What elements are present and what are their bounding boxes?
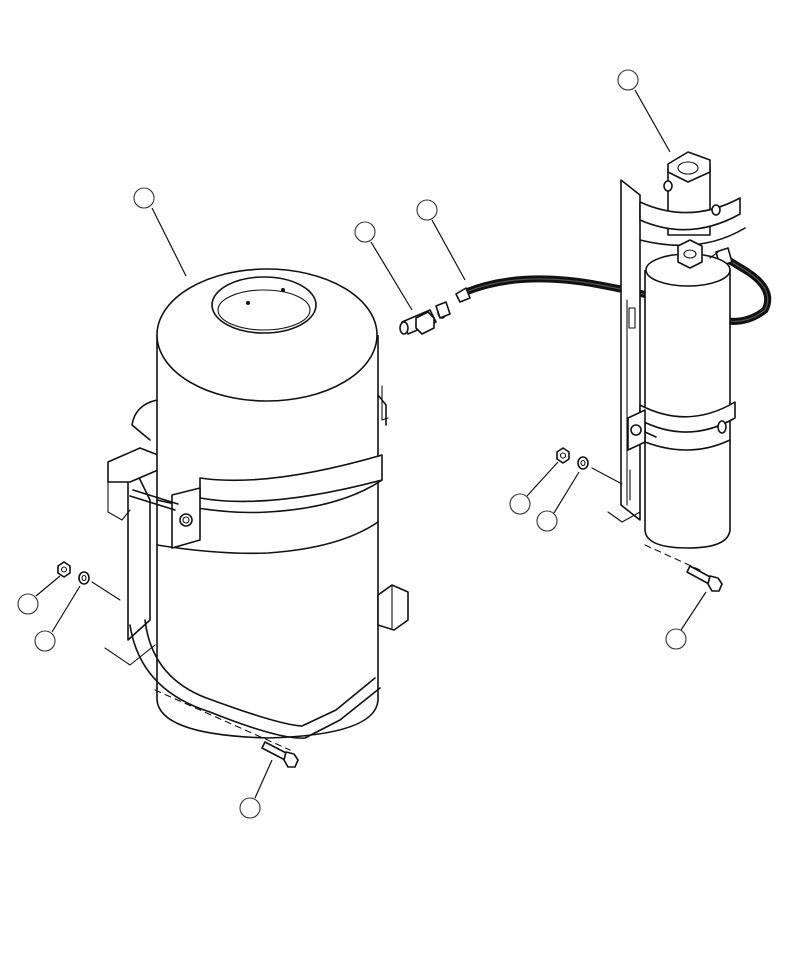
callout-tank bbox=[133, 187, 155, 209]
bolt bbox=[686, 565, 723, 592]
filter-bracket bbox=[620, 179, 641, 521]
callouts bbox=[17, 69, 707, 819]
bracket-flange bbox=[107, 447, 159, 483]
callout-washer-right bbox=[536, 510, 558, 532]
tank-clamp-band bbox=[199, 454, 383, 503]
callout-bolt-right bbox=[665, 628, 687, 650]
tank-assembly bbox=[57, 268, 409, 768]
tank-body bbox=[156, 335, 379, 739]
drain-plug bbox=[377, 584, 409, 631]
callout-bolt-left bbox=[239, 797, 261, 819]
callout-nut-right bbox=[509, 493, 531, 515]
filter-canister bbox=[556, 151, 746, 592]
callout-filter bbox=[617, 69, 639, 91]
bolt bbox=[261, 741, 299, 768]
inline-fitting bbox=[399, 301, 451, 335]
washer bbox=[78, 571, 90, 585]
callout-fitting bbox=[354, 221, 376, 243]
callout-washer-left bbox=[34, 630, 56, 652]
washer bbox=[577, 456, 589, 470]
callout-hose bbox=[416, 199, 438, 221]
tank-cap bbox=[211, 276, 317, 334]
mounting-bracket bbox=[127, 454, 151, 641]
nut bbox=[57, 561, 71, 578]
callout-nut-left bbox=[17, 593, 39, 615]
nut bbox=[556, 447, 570, 464]
